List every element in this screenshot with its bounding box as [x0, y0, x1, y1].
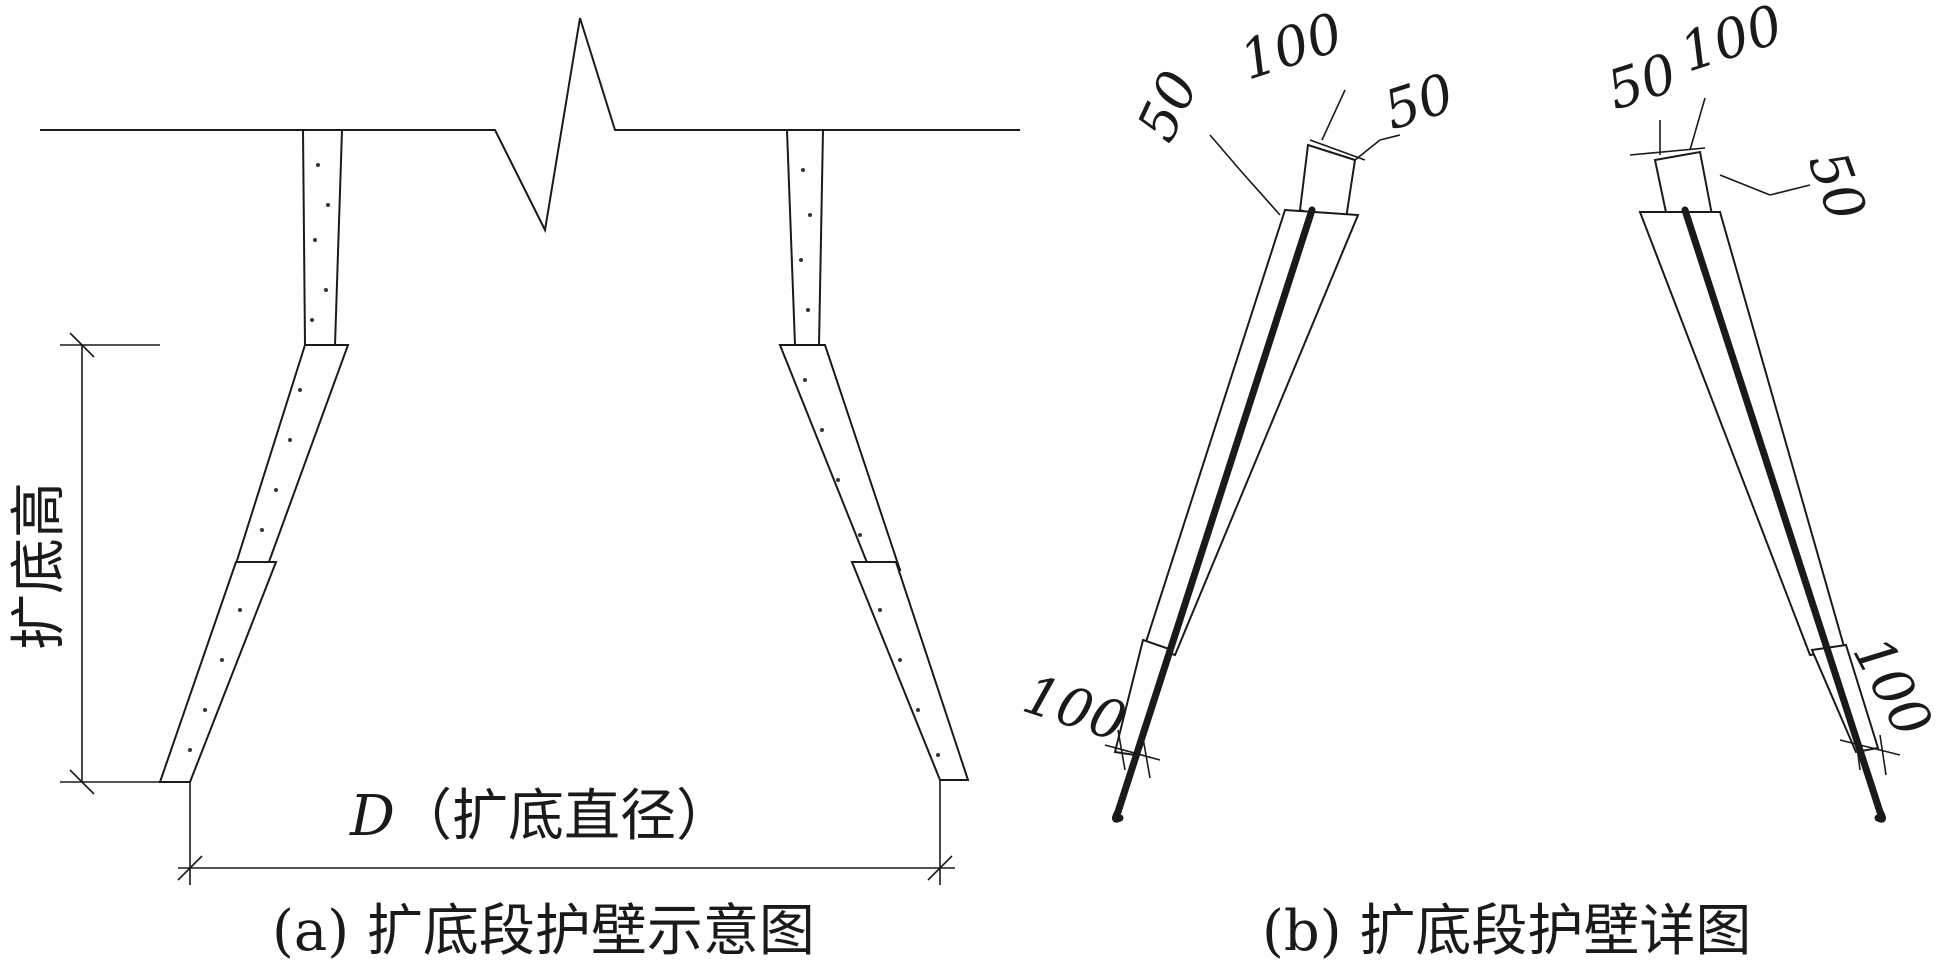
right-dim-top-left: 50	[1600, 41, 1685, 122]
left-dim-bottom-overlap: 100	[1016, 662, 1134, 754]
left-detail-wall-body	[1143, 208, 1360, 657]
right-detail-section: 50 100 50 100	[1600, 0, 1945, 823]
left-dim-top-width: 100	[1233, 1, 1351, 93]
label-diameter-symbol: D	[349, 784, 395, 849]
dimension-bell-diameter	[177, 780, 955, 885]
right-bell-segment-1	[778, 344, 902, 571]
label-bell-height: 扩底高	[7, 482, 72, 650]
right-dim-right-offset: 50	[1796, 143, 1879, 229]
concrete-texture	[188, 163, 940, 757]
left-upper-wall	[301, 129, 344, 346]
label-diameter-text: （扩底直径）	[396, 784, 732, 849]
right-bell-segment-2	[850, 561, 970, 781]
right-detail-rebar	[1681, 206, 1884, 816]
left-bell-segment-1	[232, 344, 350, 571]
ground-line-with-break	[40, 17, 1020, 234]
dimension-bell-height	[60, 332, 160, 795]
right-dim-top-width: 100	[1673, 0, 1791, 84]
left-bell-segment-2	[158, 561, 278, 783]
panel-a-schematic: 扩底高 D （扩底直径） (a) 扩底段护壁示意图	[7, 17, 1020, 964]
left-detail-section: 100 50 50 100	[1016, 1, 1462, 823]
caption-panel-a: (a) 扩底段护壁示意图	[272, 899, 815, 964]
left-dim-left-offset: 50	[1125, 62, 1211, 151]
caption-panel-b: (b) 扩底段护壁详图	[1262, 899, 1751, 964]
right-upper-wall	[785, 129, 825, 346]
panel-b-detail: 100 50 50 100 50 100	[1016, 0, 1945, 964]
left-dim-right-offset: 50	[1377, 61, 1462, 142]
left-detail-rebar	[1114, 206, 1316, 816]
right-detail-wall-body	[1638, 211, 1847, 657]
